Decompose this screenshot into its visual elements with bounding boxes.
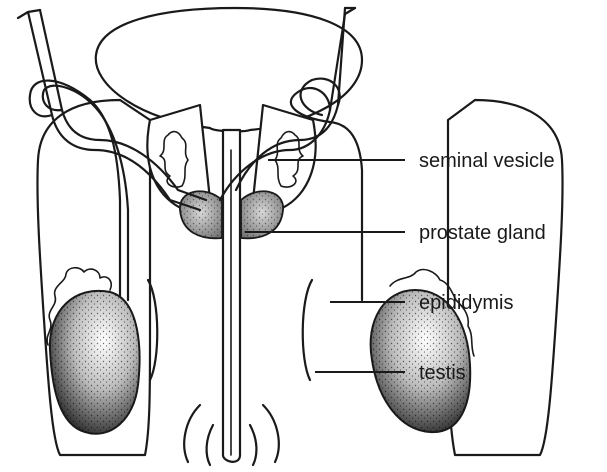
testis-label: testis [419,362,466,384]
epididymis-label: epididymis [419,292,513,314]
prostate-gland-label: prostate gland [419,222,546,244]
seminal-vesicle-label: seminal vesicle [419,150,555,172]
urethra [223,130,240,462]
testis-left [50,291,140,434]
